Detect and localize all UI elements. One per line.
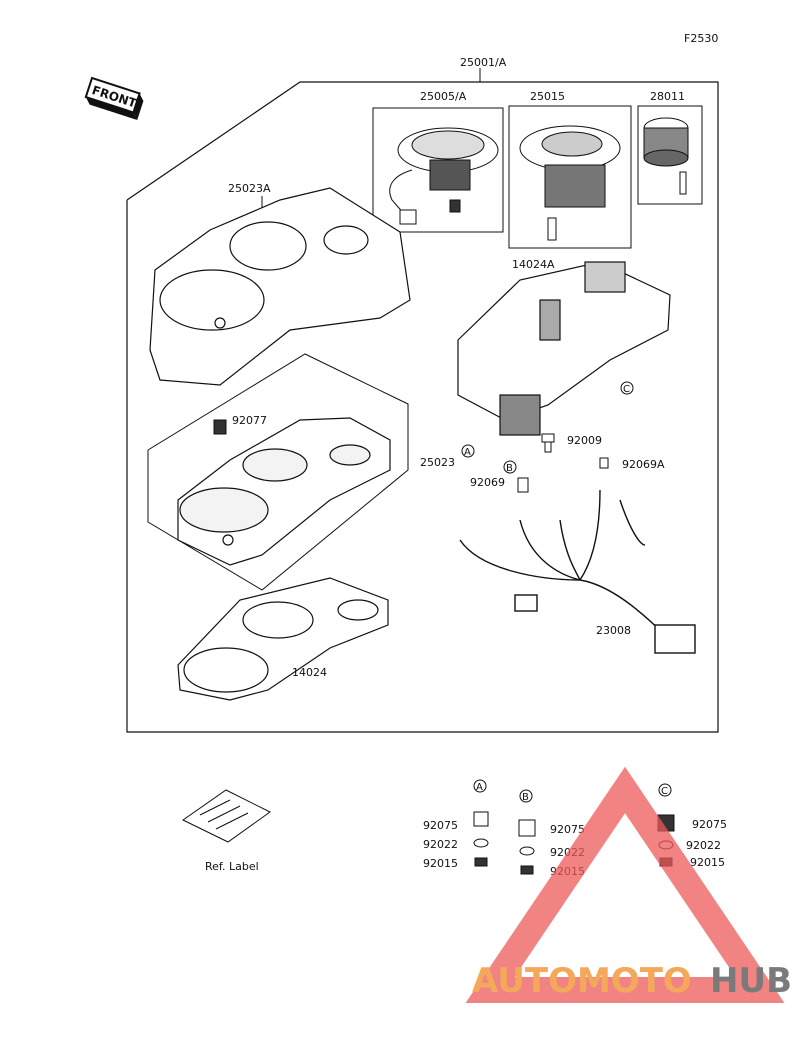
- bulb: [517, 477, 529, 493]
- meter-case: [457, 261, 671, 436]
- kit-c-grommet: 92075: [692, 818, 727, 831]
- cover-lower-frame: [147, 353, 409, 591]
- tach-box: [372, 107, 504, 233]
- meter-cover-upper: [149, 187, 411, 386]
- callout-b-marker: [503, 460, 517, 474]
- kit-a-marker: A: [476, 782, 483, 793]
- ref-label-sticker: [182, 789, 271, 843]
- watermark-part1: AUTOMOTO: [472, 961, 692, 1001]
- ref-label: Ref. Label: [205, 860, 259, 873]
- kit-a-grommet-shape: [473, 811, 489, 827]
- part-harness: 23008: [596, 624, 631, 637]
- part-cover-lower: 25023: [420, 456, 455, 469]
- kit-c-marker: C: [661, 786, 668, 797]
- assembly-border: [126, 81, 719, 733]
- part-bulb: 92069: [470, 476, 505, 489]
- watermark-part2: HUB: [710, 961, 792, 1001]
- figure-id: F2530: [684, 32, 718, 45]
- speedometer: [519, 125, 621, 241]
- callout-b: B: [506, 463, 513, 474]
- kit-a-grommet: 92075: [423, 819, 458, 832]
- meter-cover-lower: [177, 417, 391, 566]
- callout-c-marker: [620, 381, 634, 395]
- wire-harness: [459, 489, 696, 654]
- kit-c-washer: 92022: [686, 839, 721, 852]
- kit-b-grommet: 92075: [550, 823, 585, 836]
- part-screw: 92009: [567, 434, 602, 447]
- part-speedo: 25015: [530, 90, 565, 103]
- kit-a-nut: 92015: [423, 857, 458, 870]
- part-assembly: 25001/A: [460, 56, 507, 69]
- callout-a: A: [464, 447, 471, 458]
- kit-a: A 92075 92022 92015: [423, 779, 489, 870]
- watermark: AUTOMOTO HUB: [465, 766, 792, 1003]
- part-case: 14024A: [512, 258, 555, 271]
- bulb-small: [599, 457, 609, 469]
- indicator-box: [637, 105, 703, 205]
- screw-92009: [541, 433, 555, 453]
- part-gasket: 14024: [292, 666, 327, 679]
- kit-b-marker: B: [522, 792, 529, 803]
- watermark-triangle: [465, 766, 785, 1003]
- callout-a-marker: [461, 444, 475, 458]
- part-screw-cover: 92077: [232, 414, 267, 427]
- indicator-lamp: [643, 117, 689, 195]
- part-cover-upper: 25023A: [228, 182, 271, 195]
- screw-92077: [213, 419, 227, 435]
- kit-a-washer: 92022: [423, 838, 458, 851]
- callout-c: C: [623, 384, 630, 395]
- tachometer: [389, 127, 499, 225]
- front-badge: FRONT: [84, 76, 144, 121]
- part-indicator: 28011: [650, 90, 685, 103]
- part-bulb-small: 92069A: [622, 458, 665, 471]
- gasket: [177, 577, 389, 701]
- speedo-box: [508, 105, 632, 249]
- kit-c-nut: 92015: [690, 856, 725, 869]
- part-tach: 25005/A: [420, 90, 467, 103]
